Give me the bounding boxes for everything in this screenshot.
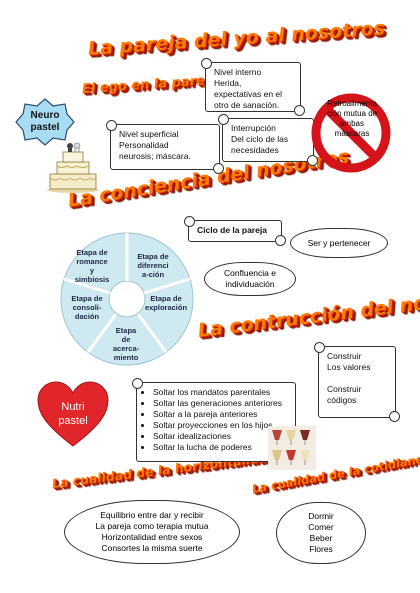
scroll-nivel-superficial: Nivel superficial Personalidad neurosis;… <box>106 120 224 174</box>
cycle-segment-exploracion: Etapa de exploración <box>144 294 188 312</box>
cycle-segment-romance: Etapa de romance y simbiosis <box>74 248 110 284</box>
cloud-dormir: Dormir Comer Beber Flores <box>276 502 366 564</box>
retro-text: Retroalimenta ción mutua de ambas máscar… <box>326 99 378 138</box>
list-item: Soltar proyecciones en los hijos <box>153 420 289 431</box>
list-item: Soltar los mandatos parentales <box>153 387 289 398</box>
cloud-ser-pertenecer: Ser y pertenecer <box>290 228 388 258</box>
desserts-photo <box>268 426 316 470</box>
cycle-diagram <box>60 232 194 366</box>
title-ego: El ego en la pareja <box>81 72 219 97</box>
cycle-segment-consolidacion: Etapa de consoli- dación <box>71 294 103 321</box>
heart-icon <box>37 381 109 447</box>
soltar-list: Soltar los mandatos parentales Soltar la… <box>143 387 289 453</box>
title-pareja: La pareja del yo al nosotros <box>87 17 386 60</box>
neuro-badge-label: Neuro pastel <box>30 110 60 133</box>
wedding-cake-icon <box>47 142 99 193</box>
list-item: Soltar idealizaciones <box>153 431 289 442</box>
scroll-construir: Construir Los valores Construir códigos <box>314 342 400 422</box>
list-item: Soltar a la pareja anteriores <box>153 409 289 420</box>
neuro-badge-star <box>15 98 75 146</box>
prohibition-sign-icon <box>311 93 391 173</box>
ciclo-label: Ciclo de la pareja <box>184 216 286 246</box>
scroll-nivel-interno: Nivel interno Herida, expectativas en el… <box>201 58 305 116</box>
list-item: Soltar las generaciones anteriores <box>153 398 289 409</box>
list-item: Soltar la lucha de poderes <box>153 442 289 453</box>
scroll-soltar: Soltar los mandatos parentales Soltar la… <box>132 378 300 466</box>
cloud-confluencia: Confluencia e individuación <box>204 262 296 296</box>
cycle-segment-acercamiento: Etapa de acerca- miento <box>112 326 140 362</box>
nutri-badge-label: Nutri pastel <box>58 401 88 427</box>
scroll-interrupcion: Interrupción Del ciclo de las necesidade… <box>218 114 318 166</box>
cloud-equilibrio: Equilibrio entre dar y recibir La pareja… <box>64 500 240 564</box>
cycle-segment-diferenciacion: Etapa de diferenci a-ción <box>137 252 169 279</box>
